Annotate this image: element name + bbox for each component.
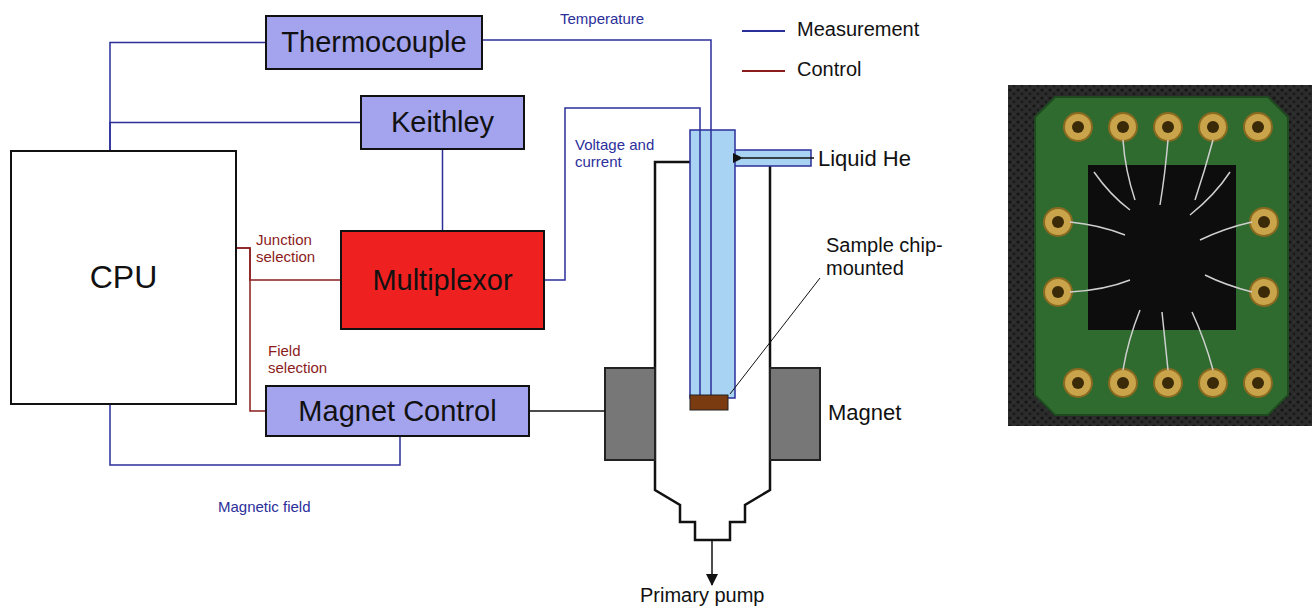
edge-label: Junction selection — [256, 231, 340, 266]
magnet-block — [770, 368, 820, 460]
process-box: Magnet Control — [265, 385, 530, 437]
box-label: Multiplexor — [364, 264, 520, 297]
legend-text: Measurement — [797, 18, 919, 41]
connector — [110, 123, 360, 151]
helium-inlet — [733, 150, 811, 166]
voltage-wire — [543, 108, 700, 395]
process-box: Multiplexor — [340, 230, 545, 330]
edge-label: Magnetic field — [218, 498, 368, 515]
connector — [442, 150, 444, 230]
sample-chip — [690, 395, 728, 410]
pump-arrow — [711, 540, 713, 585]
connector — [110, 43, 265, 151]
annotation-label: Voltage and current — [575, 136, 685, 171]
leader-line — [730, 278, 820, 394]
legend-line — [742, 70, 785, 72]
annotation-label: Liquid He — [818, 146, 948, 171]
annotation-label: Sample chip-mounted — [826, 234, 976, 280]
box-label: Magnet Control — [290, 395, 504, 428]
box-label: Thermocouple — [273, 26, 474, 59]
annotation-label: Magnet — [828, 400, 928, 425]
chip-photo — [1008, 85, 1312, 426]
temperature-wire — [453, 40, 711, 395]
connector — [237, 248, 265, 411]
magnet-wire — [528, 410, 605, 412]
process-box: Keithley — [360, 95, 525, 150]
helium-arrow — [742, 157, 806, 159]
helium-arrow-tail — [806, 157, 814, 159]
box-label: CPU — [82, 259, 166, 296]
annotation-label: Temperature — [560, 10, 690, 27]
legend-line — [742, 30, 785, 32]
process-box: CPU — [10, 150, 237, 405]
edge-label: Field selection — [268, 342, 348, 377]
legend-text: Control — [797, 58, 861, 81]
process-box: Thermocouple — [265, 15, 483, 70]
box-label: Keithley — [383, 106, 502, 139]
annotation-label: Primary pump — [640, 584, 810, 606]
magnet-block — [605, 368, 655, 460]
cryostat-tube — [690, 130, 735, 398]
